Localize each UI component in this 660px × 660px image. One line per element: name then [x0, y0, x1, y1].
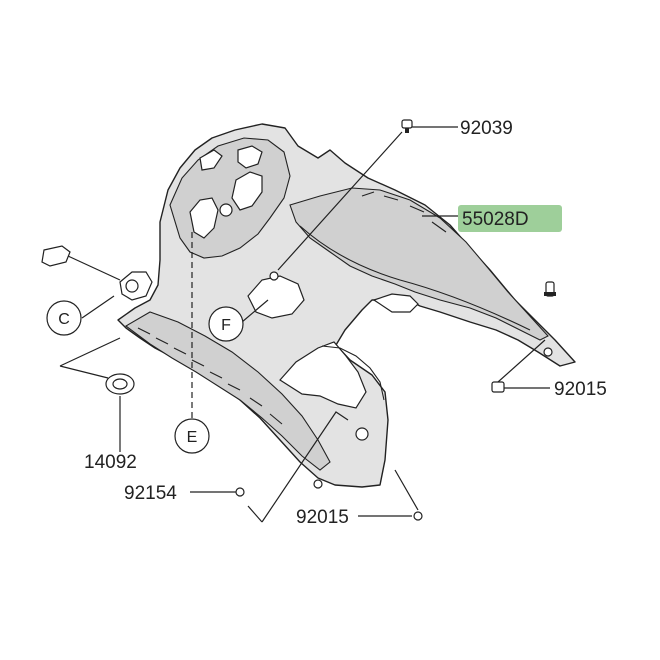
leader-92015-right	[497, 339, 550, 389]
duct-opening	[247, 275, 305, 319]
label-92039: 92039	[460, 118, 513, 139]
grommet-14092	[105, 373, 135, 395]
callout-e-circle	[174, 418, 210, 454]
callout-c-circle	[46, 300, 82, 336]
leader-clip	[67, 255, 121, 281]
left-panel-slots	[137, 327, 283, 425]
label-92154: 92154	[124, 483, 177, 504]
label-92015-right: 92015	[554, 379, 607, 400]
leader-92015-bottom	[358, 469, 419, 517]
center-bolt-hole	[219, 203, 233, 217]
side-bracket	[321, 345, 385, 401]
bolt-92015-lower-right	[491, 381, 505, 393]
headlight-opening-right	[231, 171, 263, 211]
bolt-92039	[401, 119, 413, 133]
bolt-92015-bottom	[413, 511, 423, 521]
mount-point-bottom	[313, 479, 323, 489]
bolt-92015-right	[544, 281, 556, 297]
leader-v-bottom	[247, 411, 349, 523]
bolt-92154	[235, 487, 245, 497]
clip-tab	[41, 245, 71, 267]
lower-inner-cutout	[279, 341, 367, 409]
mount-point-upper	[269, 271, 279, 281]
side-panel-left	[125, 311, 331, 471]
label-14092: 14092	[84, 452, 137, 473]
side-panel-right	[289, 187, 549, 341]
label-55028D: 55028D	[462, 209, 529, 230]
leader-f	[241, 299, 269, 323]
callout-e: E	[187, 429, 198, 446]
upper-vent	[199, 149, 223, 171]
callout-c: C	[58, 311, 70, 328]
lower-tab	[372, 293, 419, 313]
panel-inner-edge	[299, 225, 531, 331]
leader-v-14092	[59, 337, 121, 379]
grommet-mount-hole	[125, 279, 139, 293]
panel-slots-top	[361, 191, 447, 233]
label-92015-bottom: 92015	[296, 507, 349, 528]
leader-c	[81, 295, 115, 319]
mount-point-tail	[543, 347, 553, 357]
mount-point-lower	[355, 427, 369, 441]
callout-f-circle	[208, 306, 244, 342]
highlight-55028D	[458, 205, 562, 232]
leader-92039	[277, 126, 458, 271]
headlight-opening-left	[189, 197, 219, 239]
callout-f: F	[221, 317, 231, 334]
instrument-opening	[237, 145, 263, 169]
